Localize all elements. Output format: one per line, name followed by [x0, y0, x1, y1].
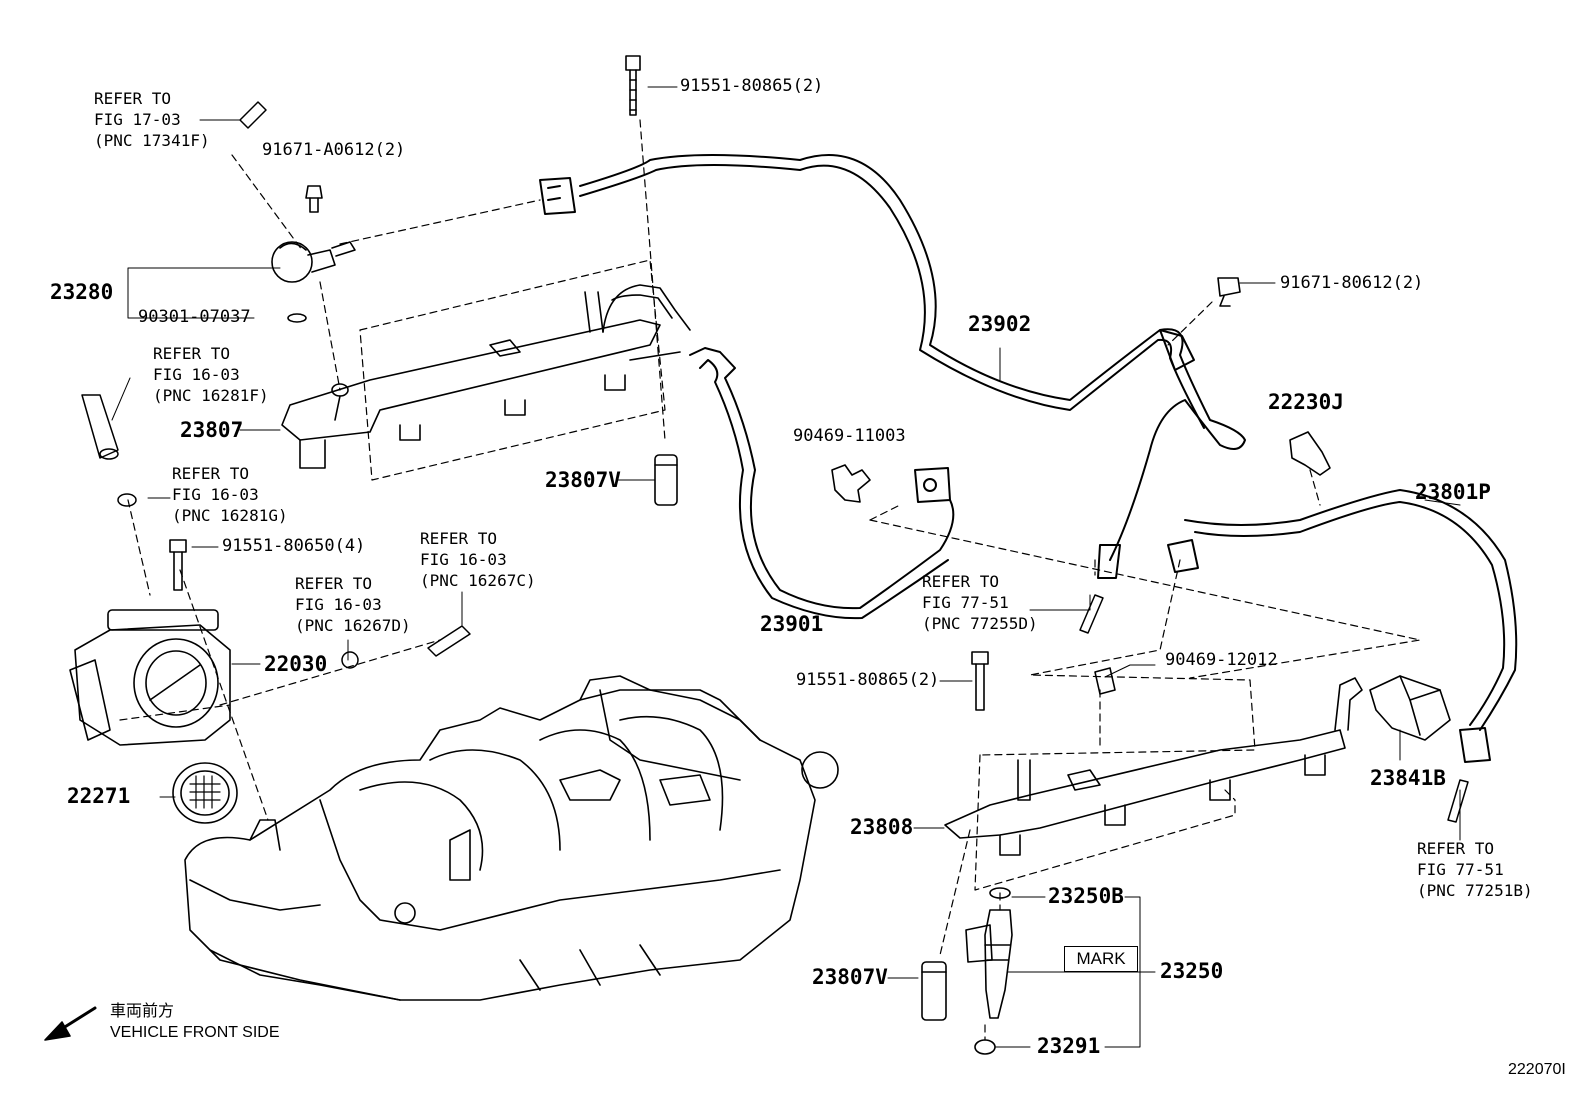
arrow-down-left-icon [44, 1006, 97, 1041]
leader-lines [111, 86, 1461, 1048]
part-90469-12012-clip [1094, 667, 1116, 695]
bolt-91551-80865-top [625, 55, 641, 116]
bolt-91671-80612 [1217, 277, 1241, 307]
callout-23250b: 23250B [1048, 884, 1124, 908]
callout-91551-80650: 91551-80650(4) [222, 536, 366, 556]
bolt-91551-80865-mid [971, 651, 989, 711]
part-23841b-damper [1369, 675, 1451, 741]
part-23902-tube [539, 154, 1246, 579]
intake-manifold [184, 675, 839, 1001]
part-23250-injector [965, 887, 1013, 1055]
refer-pnc-16281g: REFER TO FIG 16-03 (PNC 16281G) [172, 464, 288, 525]
figure-id: 222070I [1508, 1061, 1566, 1078]
callout-23808: 23808 [850, 815, 914, 839]
part-22271-gasket [172, 762, 238, 824]
assembly-dashed-lines [119, 119, 1421, 1041]
mark-label-box: MARK [1064, 946, 1138, 972]
part-23280-damper [271, 185, 356, 323]
refer-pnc-16267c: REFER TO FIG 16-03 (PNC 16267C) [420, 529, 536, 590]
part-23901-tube [689, 347, 955, 620]
callout-23280: 23280 [50, 280, 114, 304]
callout-90469-12012: 90469-12012 [1165, 650, 1278, 670]
refer-tube-stubs [81, 101, 1469, 823]
part-22230j-sensor [1289, 431, 1331, 476]
callout-91671-a0612: 91671-A0612(2) [262, 140, 406, 160]
part-23808-fuel-rail [944, 677, 1363, 856]
direction-label-english: VEHICLE FRONT SIDE [110, 1024, 280, 1041]
refer-pnc-16267d: REFER TO FIG 16-03 (PNC 16267D) [295, 574, 411, 635]
callout-23841b: 23841B [1370, 766, 1446, 790]
callout-23801p: 23801P [1415, 480, 1491, 504]
bolt-91551-80650 [169, 539, 187, 591]
callout-23250: 23250 [1160, 959, 1224, 983]
callout-91551-80865-top: 91551-80865(2) [680, 76, 824, 96]
callout-22271: 22271 [67, 784, 131, 808]
callout-23807v-upper: 23807V [545, 468, 621, 492]
callout-23901: 23901 [760, 612, 824, 636]
part-22030-throttle-body [69, 609, 231, 746]
part-23807v-upper [654, 454, 678, 506]
callout-22030: 22030 [264, 652, 328, 676]
direction-label-japanese: 車両前方 [110, 1003, 175, 1020]
callout-91551-80865-mid: 91551-80865(2) [796, 670, 940, 690]
refer-pnc-77251b: REFER TO FIG 77-51 (PNC 77251B) [1417, 839, 1533, 900]
refer-pnc-77255d: REFER TO FIG 77-51 (PNC 77255D) [922, 572, 1038, 633]
callout-23291: 23291 [1037, 1034, 1101, 1058]
callout-90301-07037: 90301-07037 [138, 307, 251, 327]
callout-90469-11003: 90469-11003 [793, 426, 906, 446]
refer-pnc-17341f: REFER TO FIG 17-03 (PNC 17341F) [94, 89, 210, 150]
part-90469-11003-clip [831, 464, 871, 503]
callout-91671-80612: 91671-80612(2) [1280, 273, 1424, 293]
part-23807-fuel-rail [281, 284, 691, 469]
callout-23807: 23807 [180, 418, 244, 442]
part-23807v-lower [921, 961, 947, 1021]
part-23801p-tube [1167, 489, 1518, 763]
callout-22230j: 22230J [1268, 390, 1344, 414]
refer-pnc-16281f: REFER TO FIG 16-03 (PNC 16281F) [153, 344, 269, 405]
callout-23902: 23902 [968, 312, 1032, 336]
callout-23807v-lower: 23807V [812, 965, 888, 989]
